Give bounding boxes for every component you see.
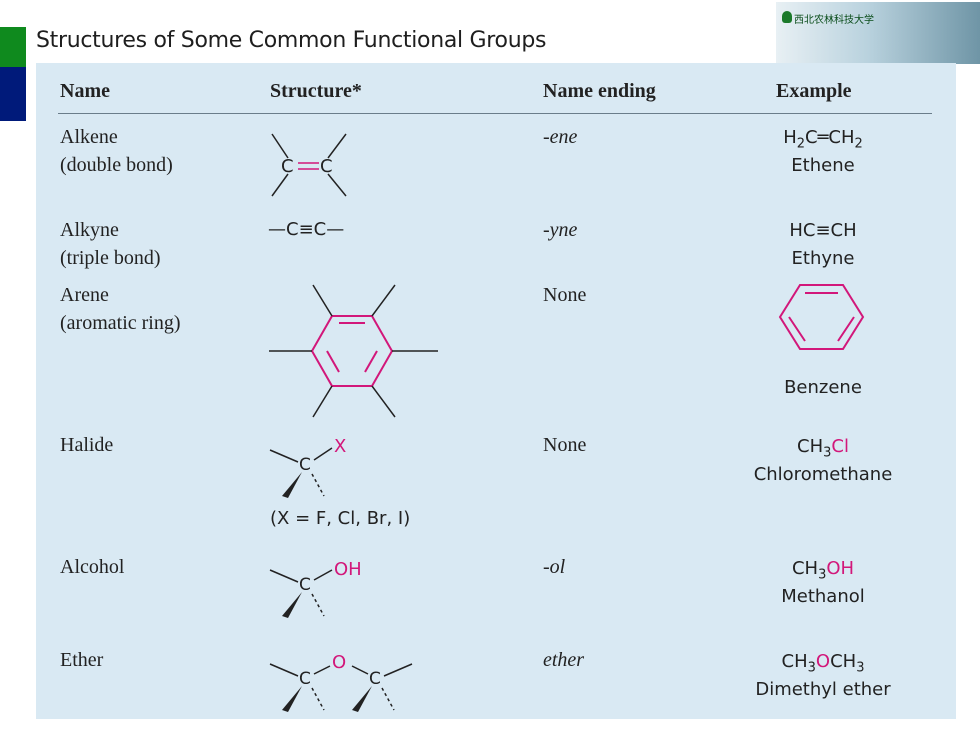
row-ether-name: Ether: [60, 646, 103, 674]
formula-part: CH: [830, 651, 857, 672]
header-divider: [58, 113, 932, 114]
row-alkyne-ending: -yne: [543, 219, 578, 241]
formula-subscript: 3: [823, 445, 832, 461]
row-ether-example: CH3OCH3 Dimethyl ether: [755, 648, 890, 704]
header-structure: Structure*: [270, 80, 362, 102]
carbon-label: C: [281, 156, 294, 177]
name-line1: Alkyne: [60, 219, 119, 241]
example-name: Chloromethane: [753, 464, 893, 485]
halide-note: (X = F, Cl, Br, I): [270, 508, 411, 529]
header-name-ending: Name ending: [543, 80, 656, 102]
carbon-label: C: [299, 575, 311, 595]
name-line1: Arene: [60, 284, 109, 306]
row-alkyne-name: Alkyne (triple bond): [60, 216, 161, 272]
row-alkene-name: Alkene (double bond): [60, 123, 173, 179]
name-line2: (double bond): [60, 154, 173, 176]
example-formula: CH3OCH3: [755, 648, 890, 676]
header-example: Example: [776, 80, 852, 102]
formula-part: CH: [791, 558, 819, 579]
formula-subscript: 2: [854, 136, 863, 152]
benzene-ring-icon: [778, 284, 865, 350]
row-halide-ending: None: [543, 434, 587, 456]
formula-subscript: 3: [856, 660, 865, 676]
formula-subscript: 3: [818, 567, 827, 583]
logo-emblem-icon: [782, 11, 792, 23]
row-halide-name: Halide: [60, 431, 113, 459]
formula-part: CH: [781, 651, 808, 672]
example-name: Dimethyl ether: [755, 679, 891, 700]
row-arene-name: Arene (aromatic ring): [60, 281, 181, 337]
row-arene-ending: None: [543, 284, 587, 306]
formula-part: H: [783, 127, 797, 148]
formula-part: O: [815, 651, 831, 672]
example-name: Methanol: [781, 586, 865, 607]
name-line1: Alkene: [60, 126, 118, 148]
carbon-label: C: [369, 669, 381, 689]
row-alkyne-example: HC≡CH Ethyne: [789, 217, 856, 273]
accent-bar-navy: [0, 67, 26, 121]
formula-part: HC≡CH: [789, 220, 857, 241]
halide-structure: C X: [269, 436, 346, 498]
example-formula: HC≡CH: [789, 217, 856, 245]
name-line1: Alcohol: [60, 556, 125, 578]
functional-groups-table: [36, 63, 956, 719]
example-name: Ethene: [791, 155, 855, 176]
formula-part: C═CH: [805, 127, 855, 148]
formula-subscript: 2: [796, 136, 806, 152]
carbon-label: C: [299, 669, 311, 689]
name-line1: Ether: [60, 649, 104, 671]
formula-part: Cl: [831, 436, 849, 457]
hydroxyl-label: OH: [334, 559, 362, 580]
row-alcohol-example: CH3OH Methanol: [781, 555, 865, 611]
row-alcohol-ending: -ol: [543, 556, 566, 578]
formula-part: OH: [826, 558, 855, 579]
row-alcohol-name: Alcohol: [60, 553, 124, 581]
accent-bar-green: [0, 27, 26, 67]
header-name: Name: [60, 80, 110, 102]
formula-part: CH: [797, 436, 824, 457]
example-formula: CH3Cl: [754, 433, 893, 461]
formula-subscript: 3: [807, 660, 816, 676]
name-line2: (triple bond): [60, 247, 161, 269]
slide-title: Structures of Some Common Functional Gro…: [36, 28, 547, 53]
row-ether-ending: ether: [543, 649, 585, 671]
row-arene-example-name: Benzene: [784, 377, 862, 398]
alcohol-structure: C OH: [269, 559, 362, 618]
row-alkene-example: H2C═CH2 Ethene: [783, 124, 863, 180]
alkyne-structure: —C≡C—: [268, 219, 345, 240]
carbon-label: C: [299, 455, 311, 475]
row-halide-example: CH3Cl Chloromethane: [754, 433, 893, 489]
example-formula: H2C═CH2: [783, 124, 863, 152]
name-line1: Halide: [60, 434, 114, 456]
example-name: Ethyne: [791, 248, 855, 269]
ether-structure: C O C: [269, 652, 413, 712]
example-formula: CH3OH: [781, 555, 865, 583]
logo-text: 西北农林科技大学: [794, 15, 874, 26]
row-alkene-ending: -ene: [543, 126, 578, 148]
carbon-label: C: [320, 156, 333, 177]
arene-structure: [269, 284, 438, 418]
university-logo: 西北农林科技大学: [776, 2, 980, 64]
name-line2: (aromatic ring): [60, 312, 181, 334]
halogen-label: X: [334, 436, 346, 457]
oxygen-label: O: [332, 652, 346, 673]
alkene-structure: C C: [271, 133, 347, 197]
